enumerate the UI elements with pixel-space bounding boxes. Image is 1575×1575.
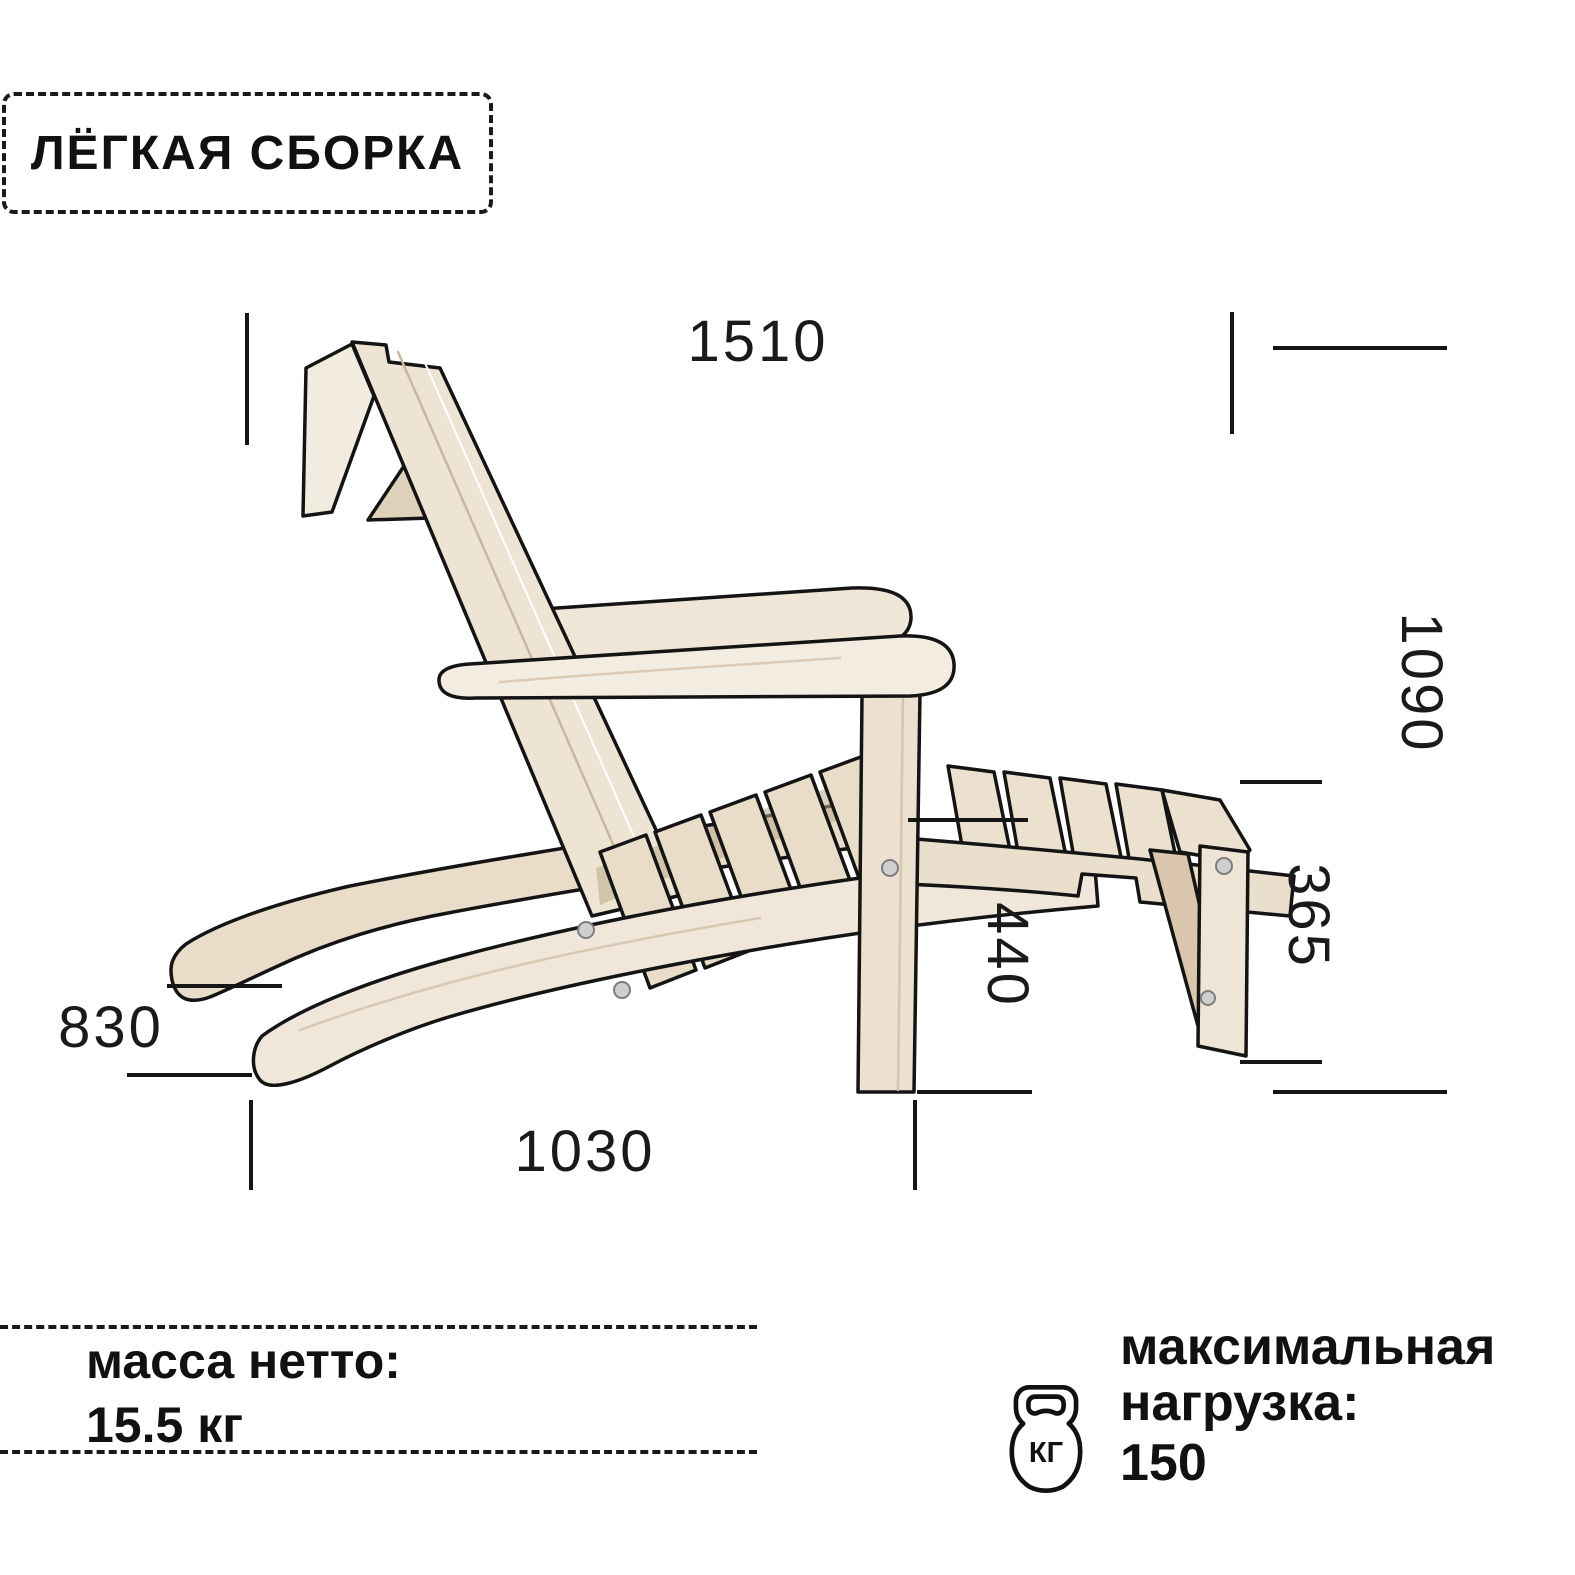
dim-line-footrest-base (1240, 1060, 1322, 1064)
dim-tick-depth-right (913, 1100, 917, 1190)
easy-assembly-badge: ЛЁГКАЯ СБОРКА (2, 92, 493, 214)
net-weight-label: масса нетто: (86, 1333, 401, 1389)
easy-assembly-label: ЛЁГКАЯ СБОРКА (30, 126, 465, 180)
kettlebell-kg-label: КГ (1029, 1437, 1063, 1469)
dim-line-front-top (167, 984, 282, 988)
dim-line-height-top (1273, 346, 1447, 350)
dim-line-footrest-top (1240, 780, 1322, 784)
weight-divider-bottom (0, 1450, 757, 1454)
dim-line-ground-right (1273, 1090, 1447, 1094)
footrest-leg (1196, 844, 1250, 1058)
dimension-height-label: 1090 (1389, 612, 1454, 754)
dim-line-seat-ground (917, 1090, 1032, 1094)
weight-divider-top (0, 1325, 757, 1329)
dim-tick-top-left (245, 313, 249, 445)
dim-line-seat-top (908, 818, 1028, 822)
net-weight-value: 15.5 кг (86, 1397, 244, 1453)
kettlebell-icon: КГ (1009, 1384, 1083, 1493)
dimension-depth-label: 1030 (514, 1119, 656, 1184)
max-load-label-line2: нагрузка: (1120, 1374, 1360, 1432)
dimension-front-label: 830 (58, 995, 164, 1060)
chair-back-cap (301, 342, 376, 518)
dim-tick-top-right (1230, 312, 1234, 434)
max-load-label-line1: максимальная (1120, 1318, 1496, 1376)
max-load-value: 150 (1120, 1434, 1207, 1492)
chair-front-leg (856, 690, 922, 1094)
dimension-seat-label: 440 (975, 902, 1040, 1008)
screws (577, 857, 1233, 1006)
dim-tick-depth-left (249, 1100, 253, 1190)
dimension-length-label: 1510 (687, 309, 829, 374)
dimension-footrest-label: 365 (1276, 863, 1341, 969)
dim-line-front-bottom (127, 1073, 252, 1077)
